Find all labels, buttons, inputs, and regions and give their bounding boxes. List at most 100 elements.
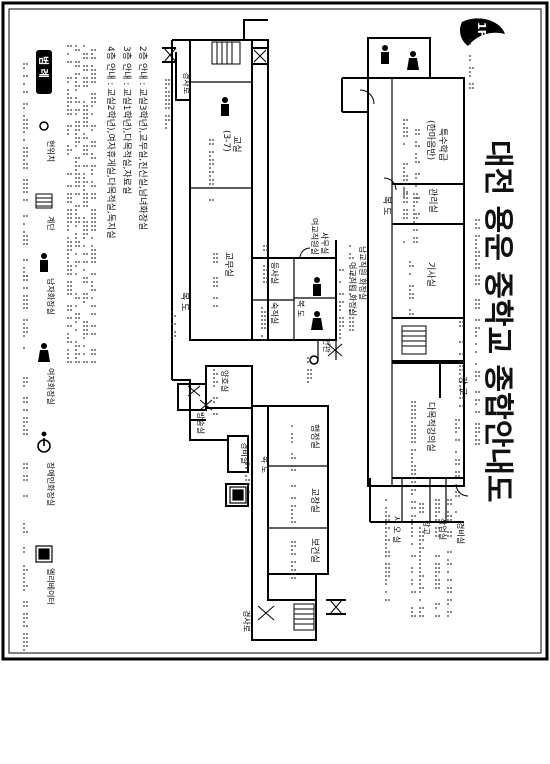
braille-dot [458, 495, 460, 497]
admin-office-label: 행정실 [309, 424, 321, 449]
braille-dot [462, 321, 464, 323]
braille-dot [418, 161, 420, 163]
admin-room-label: 관리실 [427, 188, 438, 213]
braille-dot [94, 209, 96, 211]
braille-dot [91, 221, 93, 223]
braille-dot [213, 401, 215, 403]
braille-dot [75, 173, 77, 175]
braille-dot [94, 229, 96, 231]
braille-dot [83, 281, 85, 283]
braille-dot [23, 295, 25, 297]
braille-dot [91, 313, 93, 315]
braille-dot [75, 265, 77, 267]
braille-dot [419, 571, 421, 573]
braille-dot [91, 173, 93, 175]
braille-dot [26, 295, 28, 297]
braille-dot [75, 169, 77, 171]
braille-dot [83, 261, 85, 263]
braille-dot [94, 73, 96, 75]
braille-dot [91, 77, 93, 79]
stairs-icon [35, 193, 53, 209]
braille-dot [23, 303, 25, 305]
braille-dot [26, 303, 28, 305]
braille-dot [447, 591, 449, 593]
braille-dot [450, 535, 452, 537]
braille-dot [469, 39, 471, 41]
braille-dot [403, 195, 405, 197]
braille-dot [86, 333, 88, 335]
braille-dot [385, 579, 387, 581]
braille-dot [411, 607, 413, 609]
braille-dot [469, 75, 471, 77]
braille-dot [458, 491, 460, 493]
braille-dot [83, 361, 85, 363]
braille-dot [86, 205, 88, 207]
braille-dot [209, 143, 211, 145]
braille-dot [413, 197, 415, 199]
braille-dot [294, 569, 296, 571]
braille-dot [165, 95, 167, 97]
braille-dot [70, 185, 72, 187]
braille-dot [294, 521, 296, 523]
braille-dot [171, 323, 173, 325]
braille-dot [70, 305, 72, 307]
braille-dot [294, 485, 296, 487]
braille-dot [435, 615, 437, 617]
office-mid-label: 사무실 [320, 232, 330, 254]
braille-dot [475, 399, 477, 401]
braille-dot [165, 87, 167, 89]
braille-dot [212, 179, 214, 181]
braille-dot [78, 125, 80, 127]
braille-dot [91, 145, 93, 147]
stairs-icon [401, 325, 427, 355]
braille-dot [67, 317, 69, 319]
braille-dot [462, 397, 464, 399]
braille-dot [86, 81, 88, 83]
braille-dot [478, 255, 480, 257]
braille-dot [78, 65, 80, 67]
braille-dot [261, 335, 263, 337]
braille-dot [455, 423, 457, 425]
braille-dot [472, 87, 474, 89]
braille-dot [83, 193, 85, 195]
braille-dot [75, 293, 77, 295]
braille-dot [455, 459, 457, 461]
braille-dot [83, 353, 85, 355]
braille-dot [415, 161, 417, 163]
braille-dot [403, 209, 405, 211]
braille-dot [475, 235, 477, 237]
braille-dot [475, 443, 477, 445]
braille-dot [209, 187, 211, 189]
braille-dot [388, 515, 390, 517]
braille-dot [411, 579, 413, 581]
braille-dot [26, 475, 28, 477]
braille-dot [403, 213, 405, 215]
braille-dot [70, 281, 72, 283]
braille-dot [352, 325, 354, 327]
braille-dot [213, 285, 215, 287]
braille-dot [70, 245, 72, 247]
female-restroom-icon [38, 343, 50, 362]
braille-dot [388, 571, 390, 573]
braille-dot [83, 125, 85, 127]
braille-dot [264, 315, 266, 317]
braille-dot [403, 201, 405, 203]
braille-dot [349, 317, 351, 319]
braille-dot [411, 523, 413, 525]
braille-dot [23, 231, 25, 233]
braille-dot [435, 603, 437, 605]
braille-dot [23, 75, 25, 77]
braille-dot [388, 551, 390, 553]
braille-dot [459, 385, 461, 387]
braille-dot [78, 261, 80, 263]
braille-dot [418, 173, 420, 175]
braille-dot [475, 251, 477, 253]
braille-dot [26, 183, 28, 185]
braille-dot [75, 253, 77, 255]
braille-dot [212, 151, 214, 153]
braille-dot [94, 289, 96, 291]
braille-dot [23, 223, 25, 225]
braille-dot [165, 107, 167, 109]
braille-dot [213, 257, 215, 259]
braille-dot [213, 381, 215, 383]
